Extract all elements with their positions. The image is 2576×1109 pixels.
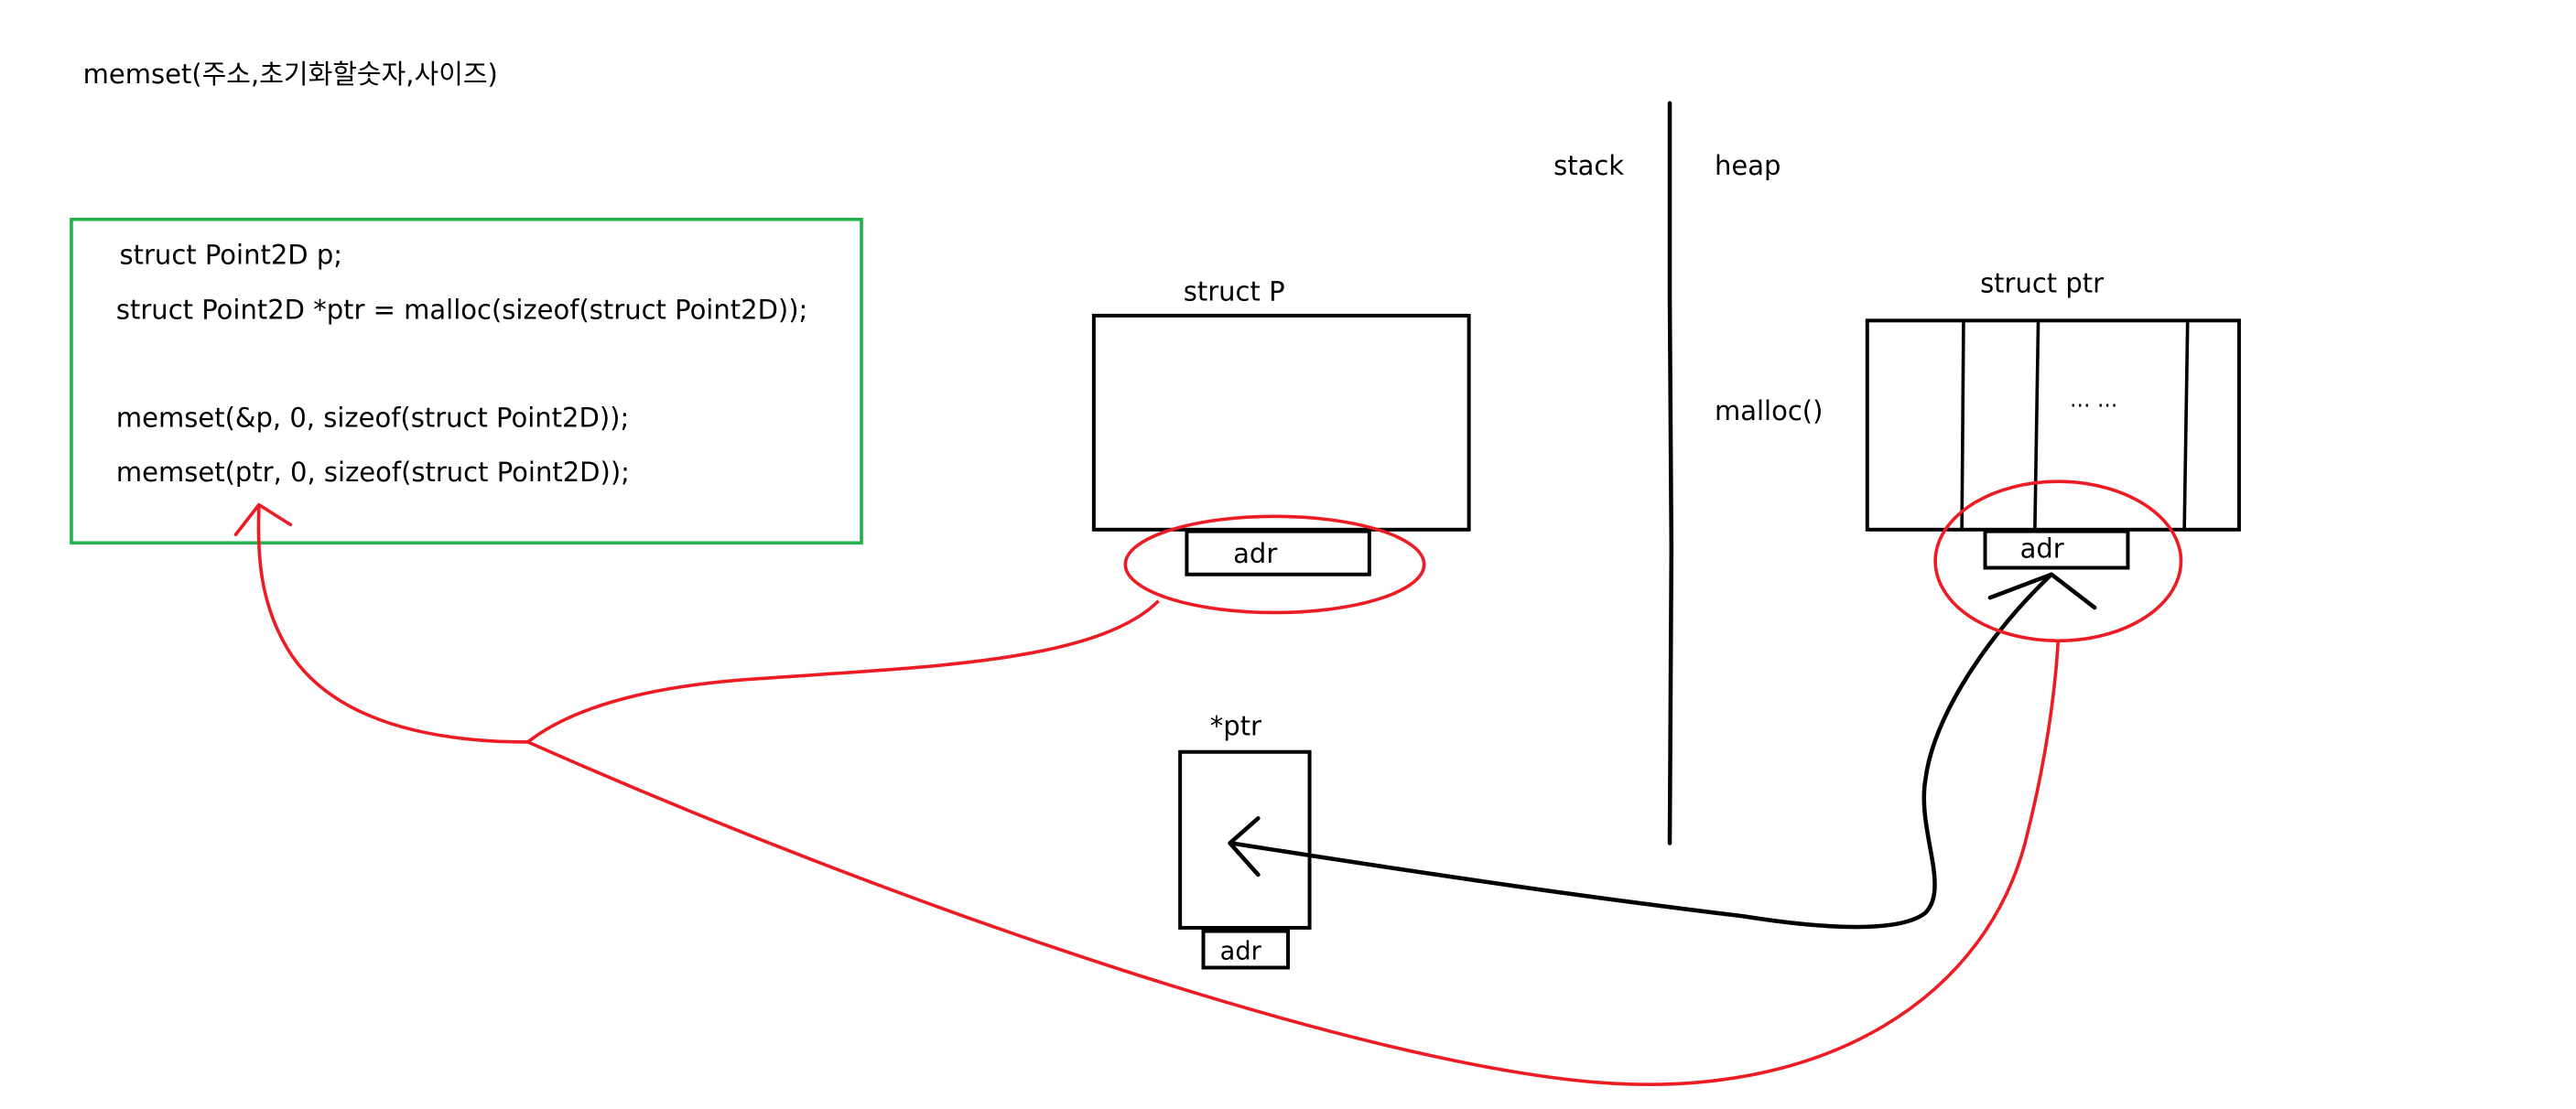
struct-ptr-divider-1 bbox=[1960, 322, 1965, 529]
stack-heap-divider bbox=[1667, 101, 1674, 845]
struct-p-adr-highlight-circle bbox=[1123, 514, 1426, 615]
code-line-1: struct Point2D p; bbox=[120, 240, 343, 271]
struct-ptr-adr-box bbox=[1983, 529, 2130, 570]
code-line-4: memset(&p, 0, sizeof(struct Point2D)); bbox=[116, 402, 629, 433]
code-box bbox=[70, 217, 863, 545]
pointer-line bbox=[1229, 572, 2054, 930]
code-line-2: struct Point2D *ptr = malloc(sizeof(stru… bbox=[116, 295, 807, 326]
red-arrowhead-icon bbox=[233, 502, 293, 537]
struct-ptr-adr-label: adr bbox=[2020, 533, 2064, 565]
struct-ptr-to-arrow-curve bbox=[526, 641, 2061, 1087]
ptr-var-box bbox=[1178, 749, 1312, 930]
struct-ptr-divider-2 bbox=[2033, 322, 2040, 529]
struct-p-adr-label: adr bbox=[1233, 538, 1277, 569]
red-arrow-shaft bbox=[256, 506, 528, 744]
struct-p-to-arrow-curve bbox=[526, 599, 1160, 744]
struct-ptr-label: struct ptr bbox=[1980, 268, 2104, 299]
struct-ptr-divider-3 bbox=[2182, 322, 2190, 532]
struct-p-adr-box bbox=[1185, 529, 1371, 576]
memset-signature-text: memset(주소,초기화할숫자,사이즈) bbox=[83, 59, 498, 90]
struct-p-box bbox=[1091, 313, 1471, 532]
ptr-var-adr-box bbox=[1201, 929, 1290, 970]
stack-label: stack bbox=[1553, 150, 1624, 181]
code-line-5: memset(ptr, 0, sizeof(struct Point2D)); bbox=[116, 457, 630, 488]
struct-ptr-ellipsis: ... ... bbox=[2070, 387, 2117, 413]
ptr-var-adr-label: adr bbox=[1220, 937, 1262, 965]
heap-label: heap bbox=[1715, 150, 1780, 181]
heap-adr-chevron-icon bbox=[1987, 572, 2097, 610]
malloc-label: malloc() bbox=[1715, 395, 1823, 426]
pointer-arrowhead-icon bbox=[1228, 816, 1261, 878]
ptr-var-label: *ptr bbox=[1210, 711, 1261, 742]
struct-p-label: struct P bbox=[1184, 276, 1285, 307]
